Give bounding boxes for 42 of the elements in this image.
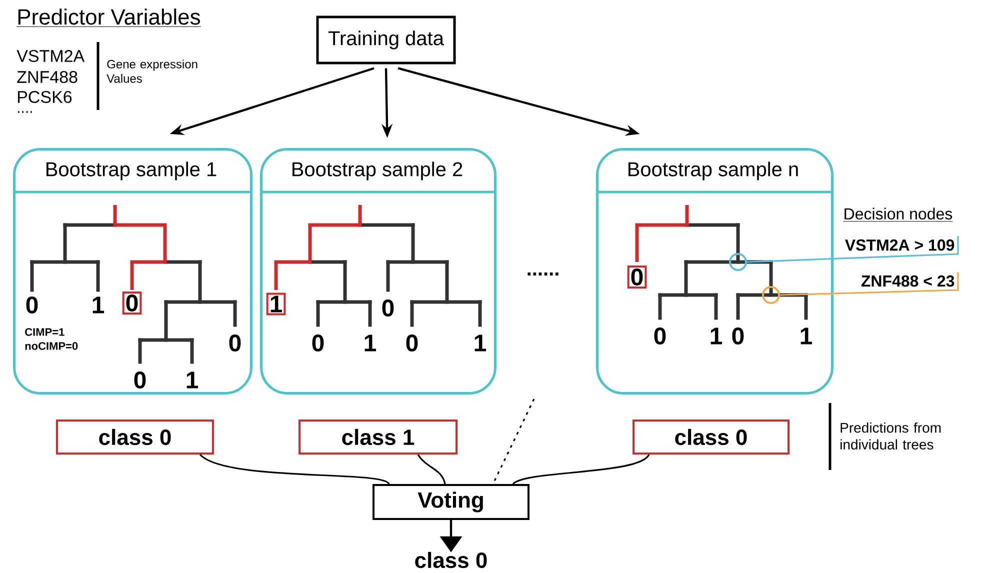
- prediction-box: class 0: [632, 420, 790, 454]
- prediction-box: class 1: [298, 420, 458, 454]
- ellipsis: ....: [18, 111, 32, 113]
- data-box: Training data: [316, 16, 456, 64]
- decision-node-circle: [729, 253, 747, 271]
- decision-rule: ZNF488 < 23: [861, 275, 954, 287]
- section-heading: Decision nodes: [843, 208, 953, 222]
- selected-leaf: 1: [266, 292, 286, 316]
- leader-line: [746, 236, 959, 263]
- leaf-value: 1: [710, 328, 722, 344]
- annotation-text: Gene expression Values: [106, 60, 198, 83]
- leaf-value: 0: [406, 334, 418, 352]
- gene-name: VSTM2A: [16, 50, 85, 62]
- leaf-value: 0: [312, 334, 324, 352]
- legend-text: CIMP=1: [25, 328, 64, 336]
- leaf-value: 0: [732, 327, 744, 344]
- decision-node-circle: [762, 286, 780, 304]
- connector-line: [512, 454, 650, 485]
- leaf-value: 0: [134, 371, 146, 388]
- final-prediction: class 0: [415, 552, 487, 568]
- leaf-value: 1: [364, 334, 376, 352]
- connector-line: [200, 454, 390, 485]
- leaf-value: 0: [382, 299, 394, 316]
- leaf-value: 0: [26, 296, 38, 314]
- decision-rule: VSTM2A > 109: [845, 239, 954, 251]
- section-heading: Predictor Variables: [16, 8, 202, 27]
- leader-line: [780, 272, 959, 296]
- selected-leaf: 0: [122, 292, 142, 314]
- leaf-value: 0: [229, 334, 241, 352]
- selected-leaf: 0: [627, 266, 647, 288]
- voting-box: Voting: [372, 484, 530, 520]
- gene-name: PCSK6: [18, 90, 72, 104]
- leaf-value: 1: [186, 372, 198, 388]
- gene-name: ZNF488: [17, 70, 78, 84]
- connector-line: [417, 454, 446, 484]
- ellipsis: ......: [528, 272, 558, 276]
- legend-text: noCIMP=0: [25, 342, 78, 350]
- leaf-value: 1: [800, 328, 812, 344]
- leaf-value: 0: [654, 327, 666, 344]
- annotation-text: Predictions from individual trees: [840, 422, 941, 450]
- leaf-value: 1: [474, 334, 486, 352]
- prediction-box: class 0: [56, 420, 214, 454]
